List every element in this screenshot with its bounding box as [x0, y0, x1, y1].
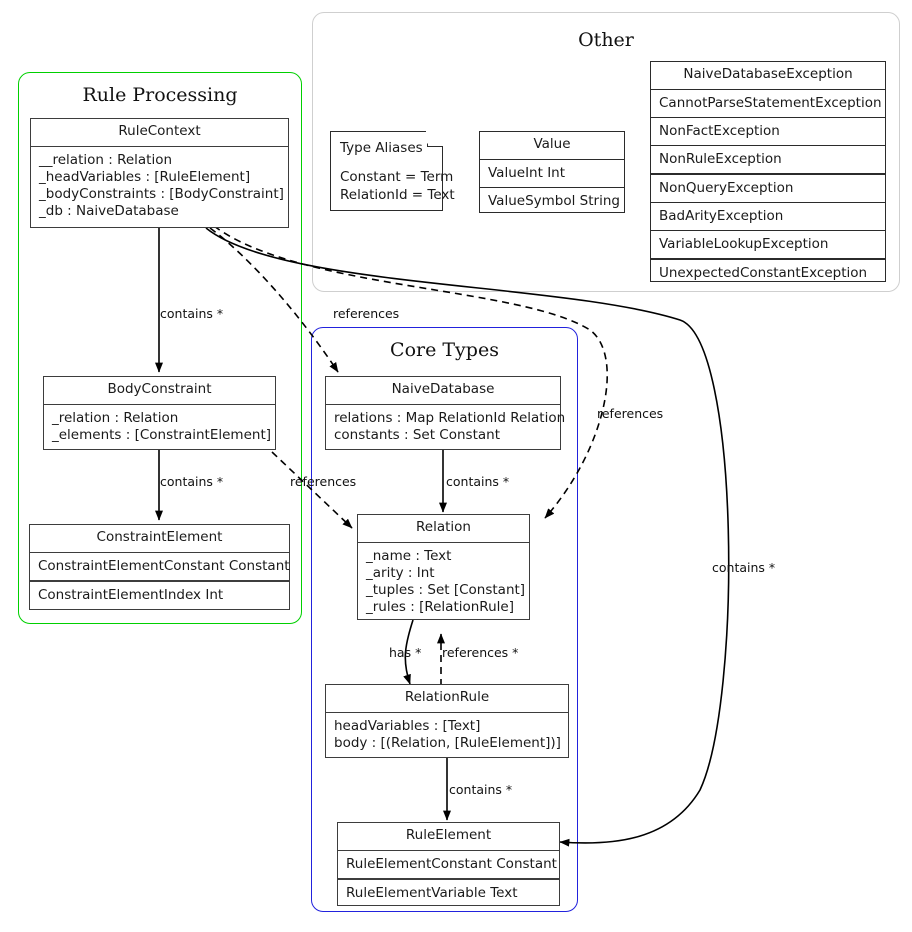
- attr: __relation : Relation: [39, 152, 173, 169]
- edge-label-contains-rulecontext-bodyconstraint: contains *: [160, 306, 224, 321]
- edge-label-contains-rulecontext-ruleelement: contains *: [712, 560, 776, 575]
- class-bodyconstraint-name: BodyConstraint: [107, 381, 212, 397]
- divider: [651, 145, 885, 147]
- class-naivedatabaseexception[interactable]: NaiveDatabaseException CannotParseStatem…: [650, 61, 886, 282]
- exception-row: BadArityException: [659, 208, 784, 224]
- class-ruleelement-name: RuleElement: [405, 827, 492, 843]
- class-naivedatabaseexception-name: NaiveDatabaseException: [683, 66, 853, 82]
- note-type-aliases: Type Aliases Constant = Term RelationId …: [330, 129, 455, 211]
- exception-row: CannotParseStatementException: [659, 94, 882, 111]
- class-value[interactable]: Value ValueInt Int ValueSymbol String: [479, 131, 625, 213]
- attr: _headVariables : [RuleElement]: [39, 168, 251, 185]
- class-value-row: ValueSymbol String: [488, 193, 620, 210]
- edge-label-contains-naivedatabase-relation: contains *: [446, 474, 510, 489]
- attr: _tuples : Set [Constant]: [366, 581, 526, 598]
- divider: [326, 711, 568, 714]
- divider: [651, 258, 885, 260]
- class-ruleelement[interactable]: RuleElement RuleElementConstant Constant…: [337, 822, 560, 906]
- class-naivedatabase-attrs: relations : Map RelationId Relation cons…: [326, 405, 566, 450]
- note-line: Constant = Term: [340, 169, 454, 186]
- class-relation[interactable]: Relation _name : Text _arity : Int _tupl…: [357, 514, 530, 620]
- divider: [44, 403, 275, 406]
- divider: [30, 580, 289, 582]
- attr: headVariables : [Text]: [334, 718, 481, 735]
- divider: [651, 88, 885, 90]
- divider: [651, 116, 885, 119]
- divider: [358, 541, 529, 544]
- exception-row: UnexpectedConstantException: [659, 264, 868, 281]
- class-naivedatabase-name: NaiveDatabase: [391, 381, 495, 397]
- divider: [651, 173, 885, 175]
- divider: [326, 403, 560, 406]
- divider: [338, 849, 559, 852]
- attr: relations : Map RelationId Relation: [334, 410, 566, 427]
- attr: _name : Text: [366, 548, 452, 565]
- attr: _elements : [ConstraintElement]: [52, 426, 271, 443]
- exception-row: NonFactException: [659, 123, 780, 140]
- edge-label-references-rulecontext-naivedatabase: references: [333, 306, 400, 321]
- note-fold-icon: [426, 129, 443, 147]
- class-relationrule-attrs: headVariables : [Text] body : [(Relation…: [326, 713, 568, 758]
- edge-label-references-relationrule-relation: references *: [442, 645, 519, 660]
- edge-label-has-relation-relationrule: has *: [389, 645, 422, 660]
- spacer: [340, 157, 433, 168]
- attr: body : [(Relation, [RuleElement])]: [334, 734, 561, 751]
- package-other-title: Other: [578, 29, 634, 51]
- class-constraintelement[interactable]: ConstraintElement ConstraintElementConst…: [29, 524, 290, 610]
- divider: [30, 551, 289, 554]
- note-title: Type Aliases: [340, 140, 423, 156]
- attr: _bodyConstraints : [BodyConstraint]: [39, 185, 284, 202]
- divider: [651, 201, 885, 203]
- edge-label-references-bodyconstraint-relation: references: [290, 474, 357, 489]
- class-ruleelement-row: RuleElementConstant Constant: [346, 856, 557, 873]
- attr: _db : NaiveDatabase: [39, 202, 179, 219]
- class-relationrule[interactable]: RelationRule headVariables : [Text] body…: [325, 684, 569, 758]
- class-bodyconstraint[interactable]: BodyConstraint _relation : Relation _ele…: [43, 376, 276, 450]
- attr: _arity : Int: [366, 564, 435, 581]
- class-constraintelement-row: ConstraintElementIndex Int: [38, 586, 224, 603]
- package-core-types-title: Core Types: [390, 339, 499, 361]
- attr: _rules : [RelationRule]: [366, 598, 514, 615]
- class-ruleelement-row: RuleElementVariable Text: [346, 884, 518, 901]
- exception-row: VariableLookupException: [659, 236, 829, 253]
- class-relationrule-name: RelationRule: [404, 689, 490, 705]
- class-value-name: Value: [533, 136, 571, 152]
- divider: [480, 158, 624, 160]
- attr: _relation : Relation: [52, 410, 179, 427]
- exception-row: NonRuleException: [659, 151, 782, 168]
- class-bodyconstraint-attrs: _relation : Relation _elements : [Constr…: [44, 405, 275, 450]
- divider: [338, 878, 559, 880]
- class-constraintelement-name: ConstraintElement: [96, 529, 223, 545]
- package-rule-processing-title: Rule Processing: [82, 84, 238, 106]
- edge-label-contains-bodyconstraint-constraintelement: contains *: [160, 474, 224, 489]
- attr: constants : Set Constant: [334, 426, 501, 443]
- class-rulecontext-attrs: __relation : Relation _headVariables : […: [31, 147, 288, 226]
- divider: [31, 145, 288, 148]
- class-naivedatabase[interactable]: NaiveDatabase relations : Map RelationId…: [325, 376, 566, 450]
- exception-row: NonQueryException: [659, 179, 794, 196]
- class-value-row: ValueInt Int: [488, 164, 566, 181]
- class-relation-attrs: _name : Text _arity : Int _tuples : Set …: [358, 543, 529, 622]
- divider: [480, 186, 624, 189]
- edge-label-contains-relationrule-ruleelement: contains *: [449, 782, 513, 797]
- class-rulecontext-name: RuleContext: [118, 123, 201, 139]
- class-constraintelement-row: ConstraintElementConstant Constant: [38, 558, 290, 575]
- divider: [651, 230, 885, 232]
- class-relation-name: Relation: [416, 519, 471, 535]
- note-line: RelationId = Text: [340, 187, 455, 204]
- edge-label-references-rulecontext-relation: references: [597, 406, 664, 421]
- class-rulecontext[interactable]: RuleContext __relation : Relation _headV…: [30, 118, 289, 228]
